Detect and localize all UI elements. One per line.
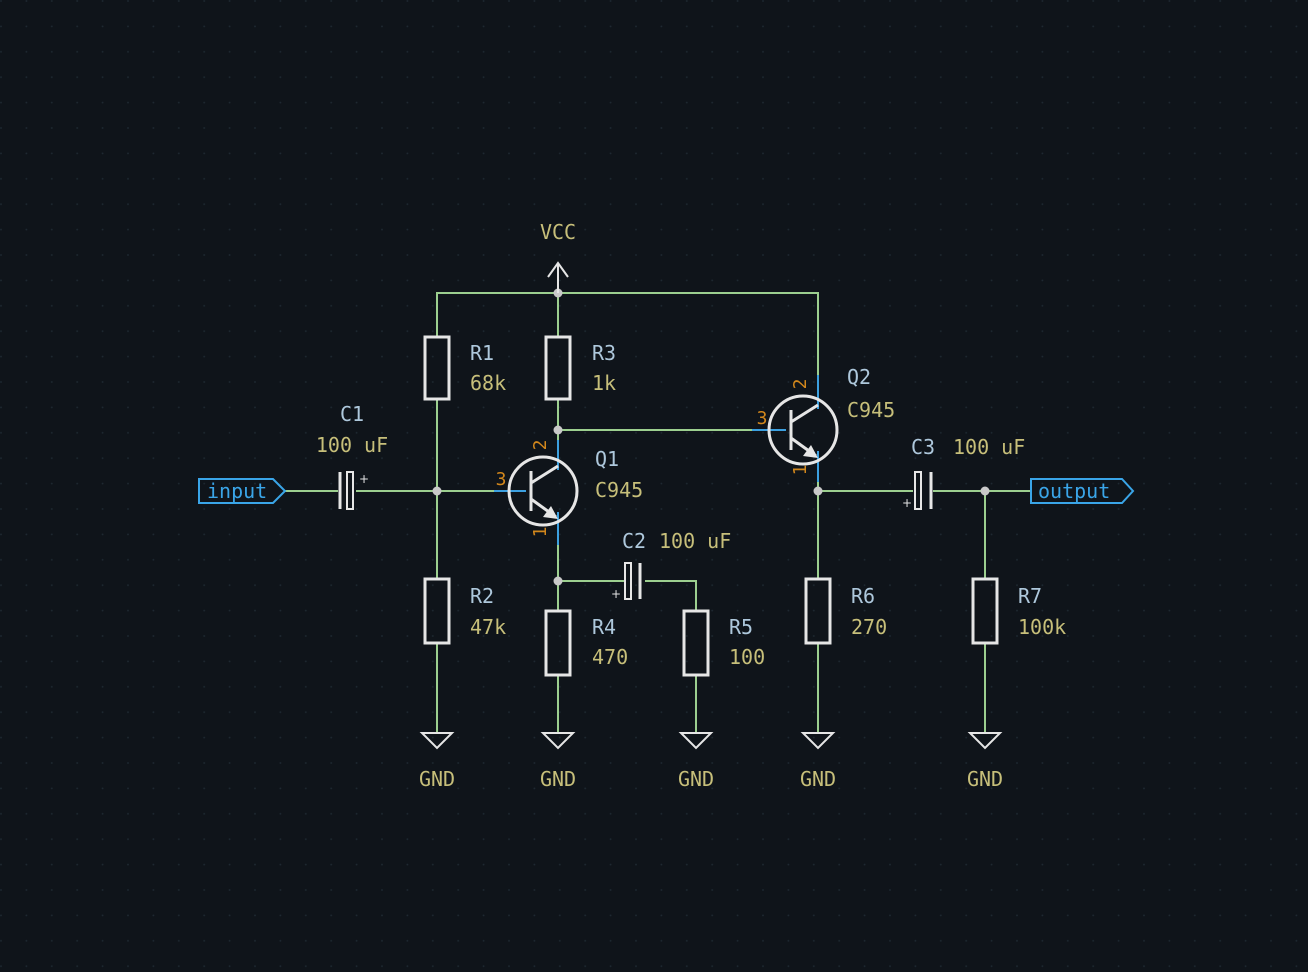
r5-ref: R5 bbox=[729, 615, 753, 639]
q2-pin-number: 3 bbox=[757, 408, 768, 429]
resistor-r7[interactable]: R7 100k bbox=[971, 577, 1066, 645]
r2-value: 47k bbox=[470, 615, 506, 639]
gnd-symbol-r6[interactable]: GND bbox=[800, 732, 836, 791]
wires bbox=[285, 292, 1031, 733]
q2-pin-number: 2 bbox=[790, 379, 811, 390]
capacitor-c1[interactable]: + C1 100 uF bbox=[316, 402, 388, 510]
c2-value: 100 uF bbox=[659, 529, 731, 553]
resistor-r5[interactable]: R5 100 bbox=[682, 609, 765, 677]
r4-value: 470 bbox=[592, 645, 628, 669]
q1-pin-number: 3 bbox=[496, 469, 507, 490]
junction-dot bbox=[553, 425, 563, 435]
vcc-label: VCC bbox=[540, 220, 576, 244]
input-net-label[interactable]: input bbox=[198, 478, 287, 504]
r6-value: 270 bbox=[851, 615, 887, 639]
c1-ref: C1 bbox=[340, 402, 364, 426]
q1-pin-number: 2 bbox=[530, 440, 551, 451]
q1-value: C945 bbox=[595, 478, 643, 502]
resistor-r3[interactable]: R3 1k bbox=[544, 335, 616, 401]
c1-polarity: + bbox=[359, 472, 369, 486]
junction-dot bbox=[980, 486, 990, 496]
junction-dot bbox=[432, 486, 442, 496]
vcc-power-symbol[interactable]: VCC bbox=[540, 220, 576, 293]
c2-polarity: + bbox=[611, 587, 621, 601]
gnd-symbol-r7[interactable]: GND bbox=[967, 732, 1003, 791]
gnd-symbol-r5[interactable]: GND bbox=[678, 732, 714, 791]
r6-ref: R6 bbox=[851, 584, 875, 608]
gnd-label: GND bbox=[540, 767, 576, 791]
q1-pin-number: 1 bbox=[530, 527, 551, 538]
gnd-label: GND bbox=[678, 767, 714, 791]
r1-ref: R1 bbox=[470, 341, 494, 365]
junction-dot bbox=[813, 486, 823, 496]
capacitor-c3[interactable]: + C3 100 uF bbox=[902, 435, 1025, 510]
r7-ref: R7 bbox=[1018, 584, 1042, 608]
junction-dot bbox=[553, 576, 563, 586]
gnd-symbol-r2[interactable]: GND bbox=[419, 732, 455, 791]
r4-ref: R4 bbox=[592, 615, 616, 639]
gnd-label: GND bbox=[419, 767, 455, 791]
output-label-text: output bbox=[1038, 479, 1110, 503]
r5-value: 100 bbox=[729, 645, 765, 669]
r1-value: 68k bbox=[470, 371, 506, 395]
r3-ref: R3 bbox=[592, 341, 616, 365]
resistor-r2[interactable]: R2 47k bbox=[423, 577, 506, 645]
capacitor-c2[interactable]: + C2 100 uF bbox=[611, 529, 731, 601]
q1-ref: Q1 bbox=[595, 447, 619, 471]
gnd-symbol-r4[interactable]: GND bbox=[540, 732, 576, 791]
r2-ref: R2 bbox=[470, 584, 494, 608]
r7-value: 100k bbox=[1018, 615, 1066, 639]
q2-ref: Q2 bbox=[847, 365, 871, 389]
q2-value: C945 bbox=[847, 398, 895, 422]
gnd-label: GND bbox=[800, 767, 836, 791]
gnd-label: GND bbox=[967, 767, 1003, 791]
resistor-r6[interactable]: R6 270 bbox=[804, 577, 887, 645]
output-net-label[interactable]: output bbox=[1030, 478, 1135, 504]
transistor-q2[interactable]: 3 2 1 Q2 C945 bbox=[752, 365, 895, 482]
c2-ref: C2 bbox=[622, 529, 646, 553]
c3-value: 100 uF bbox=[953, 435, 1025, 459]
junctions bbox=[432, 288, 990, 586]
q2-pin-number: 1 bbox=[790, 465, 811, 476]
r3-value: 1k bbox=[592, 371, 616, 395]
c3-ref: C3 bbox=[911, 435, 935, 459]
resistor-r1[interactable]: R1 68k bbox=[423, 335, 506, 401]
c1-value: 100 uF bbox=[316, 433, 388, 457]
resistor-r4[interactable]: R4 470 bbox=[544, 609, 628, 677]
input-label-text: input bbox=[207, 479, 267, 503]
transistor-q1[interactable]: 3 2 1 Q1 C945 bbox=[494, 440, 643, 545]
c3-polarity: + bbox=[902, 496, 912, 510]
